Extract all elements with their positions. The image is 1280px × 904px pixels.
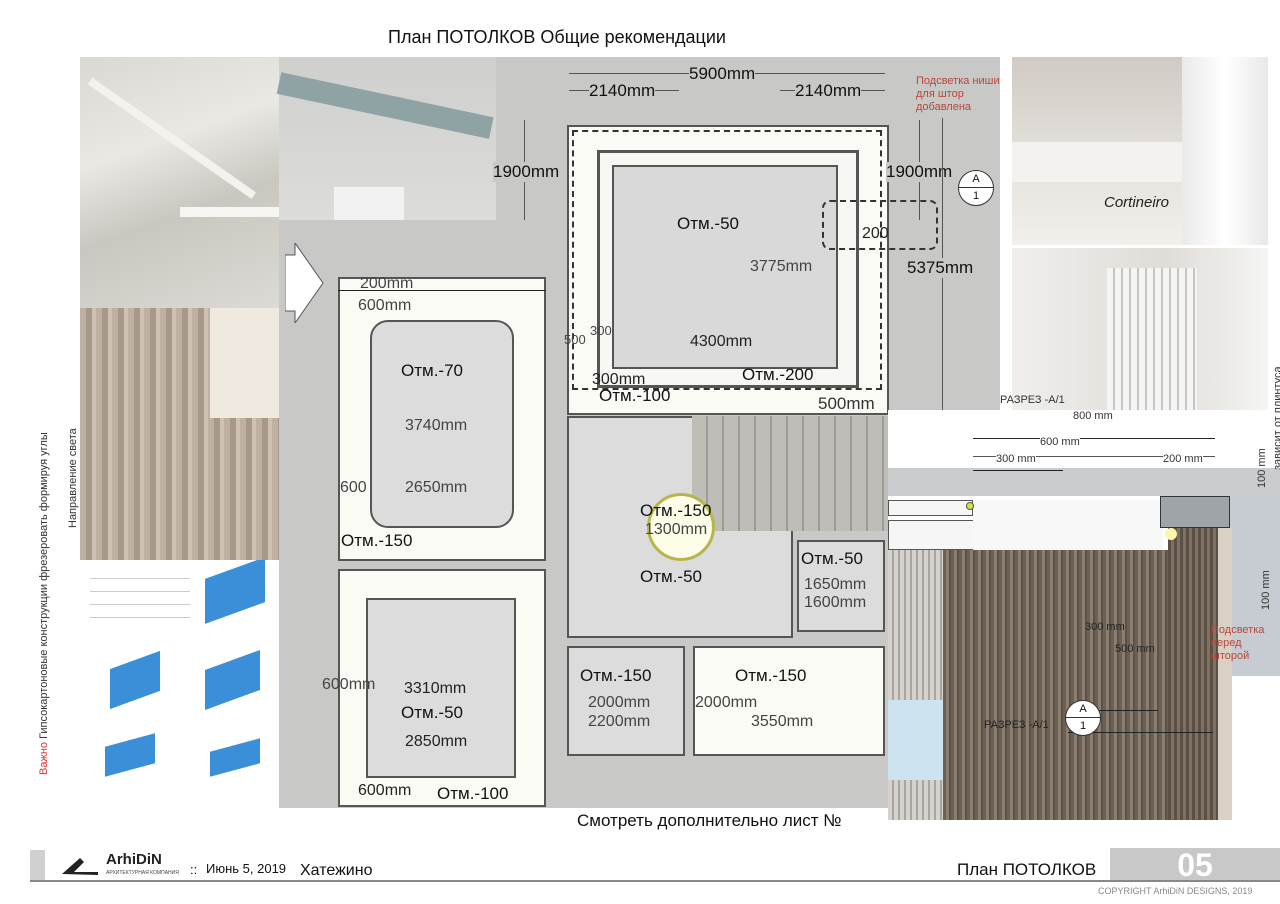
bedroom-height: 3740mm bbox=[405, 417, 468, 434]
important-note: Важно Гипсокартоновые конструкции фрезер… bbox=[38, 432, 50, 775]
hall-diameter: 1300mm bbox=[645, 521, 708, 538]
small-room-height: 1650mm bbox=[804, 576, 867, 593]
arhidin-logo-icon bbox=[60, 854, 100, 876]
bath1-width: 2200mm bbox=[588, 713, 651, 730]
curtain-photo bbox=[80, 308, 279, 560]
footer-separator: :: bbox=[190, 862, 198, 877]
small-room bbox=[797, 540, 885, 632]
light-arrow-icon bbox=[284, 241, 325, 325]
hall-level-top: Отм.-150 bbox=[640, 501, 712, 520]
bedroom-top1: 200mm bbox=[360, 275, 414, 292]
living-width: 4300mm bbox=[690, 333, 753, 350]
section-dim-100-bottom: 100 mm bbox=[1260, 570, 1272, 610]
curtain-track-photo bbox=[1012, 248, 1268, 426]
see-more-note: Смотреть дополнительно лист № bbox=[577, 811, 842, 830]
copyright: COPYRIGHT ArhiDiN DESIGNS, 2019 bbox=[1098, 886, 1253, 896]
bathroom-2 bbox=[693, 646, 885, 756]
bedroom-top2: 600mm bbox=[358, 297, 412, 314]
room2-bottom: 600mm bbox=[358, 782, 412, 799]
dim-total-height: 5375mm bbox=[907, 258, 974, 278]
staircase bbox=[692, 416, 888, 531]
living-height: 3775mm bbox=[750, 258, 813, 275]
small-room-width: 1600mm bbox=[804, 594, 867, 611]
footer-project: Хатежино bbox=[300, 862, 373, 879]
room2-left: 600mm bbox=[322, 676, 376, 693]
section-dim-500: 500 mm bbox=[1115, 643, 1155, 655]
living-side: 500 bbox=[564, 332, 586, 347]
section-dim-600: 600 mm bbox=[1040, 436, 1080, 448]
bedroom-level: Отм.-70 bbox=[401, 361, 463, 380]
section-dim-800: 800 mm bbox=[1073, 410, 1113, 422]
sheet-number: 05 bbox=[1110, 848, 1280, 882]
bedroom-width: 2650mm bbox=[405, 479, 468, 496]
section-title: РАЗРЕЗ -А/1 bbox=[1000, 394, 1065, 406]
bath2-width: 3550mm bbox=[751, 713, 814, 730]
small-room-level: Отм.-50 bbox=[801, 549, 863, 568]
footer-bar bbox=[30, 850, 1110, 880]
section-dim-300: 300 mm bbox=[996, 453, 1036, 465]
section-bottom-title: РАЗРЕЗ -А/1 bbox=[984, 719, 1049, 731]
profiles-diagram bbox=[80, 560, 279, 805]
dim-total-width: 5900mm bbox=[689, 64, 756, 84]
brand-name: ArhiDiN bbox=[106, 851, 162, 868]
footer-sheet-title: План ПОТОЛКОВ bbox=[957, 860, 1097, 879]
living-outer-level: Отм.-100 bbox=[599, 386, 671, 405]
hall-level: Отм.-50 bbox=[640, 567, 702, 586]
bedroom-outer-level: Отм.-150 bbox=[341, 531, 413, 550]
dim-right-width: 2140mm bbox=[795, 81, 862, 101]
dim-left-width: 2140mm bbox=[589, 81, 656, 101]
section-dim-200: 200 mm bbox=[1163, 453, 1203, 465]
niche-light-note: Подсветка ниши для штор добавлена bbox=[916, 75, 1000, 113]
bathroom-1 bbox=[567, 646, 685, 756]
bath2-level: Отм.-150 bbox=[735, 666, 807, 685]
room2-height: 3310mm bbox=[404, 680, 467, 697]
living-side2: 300 bbox=[590, 323, 612, 338]
bath1-height: 2000mm bbox=[588, 694, 651, 711]
room2-width: 2850mm bbox=[405, 733, 468, 750]
room2-level: Отм.-50 bbox=[401, 703, 463, 722]
bath2-height: 2000mm bbox=[695, 694, 758, 711]
section-skirting-note: зависит от плинтуса bbox=[1272, 366, 1280, 470]
curtain-light-note: Подсветка перед шторой bbox=[1211, 624, 1265, 662]
light-direction-note: Направление света bbox=[67, 428, 79, 528]
section-drawing bbox=[888, 410, 1280, 820]
section-dim-100-top: 100 mm bbox=[1256, 448, 1268, 488]
cortineiro-label: Cortineiro bbox=[1104, 194, 1170, 211]
room2-outer-level: Отм.-100 bbox=[437, 784, 509, 803]
living-bottom: 500mm bbox=[818, 394, 875, 413]
ceiling-cornice-photo bbox=[80, 57, 279, 308]
dim-niche: 200 bbox=[862, 225, 889, 242]
living-offset: 300mm bbox=[592, 371, 646, 388]
cortineiro-photo: Cortineiro bbox=[1012, 57, 1268, 245]
living-level: Отм.-50 bbox=[677, 214, 739, 233]
brand-subtitle: АРХИТЕКТУРНАЯ КОМПАНИЯ bbox=[106, 870, 179, 876]
page-title: План ПОТОЛКОВ Общие рекомендации bbox=[388, 27, 726, 47]
bedroom-left: 600 bbox=[340, 479, 367, 496]
bath1-level: Отм.-150 bbox=[580, 666, 652, 685]
living-inner-level: Отм.-200 bbox=[742, 365, 814, 384]
beam-photo bbox=[276, 57, 496, 220]
round-light-icon bbox=[647, 493, 715, 561]
section-dim-300b: 300 mm bbox=[1085, 621, 1125, 633]
dim-right-height: 1900mm bbox=[886, 162, 953, 182]
dim-left-height: 1900mm bbox=[493, 162, 560, 182]
footer-date: Июнь 5, 2019 bbox=[206, 861, 287, 876]
